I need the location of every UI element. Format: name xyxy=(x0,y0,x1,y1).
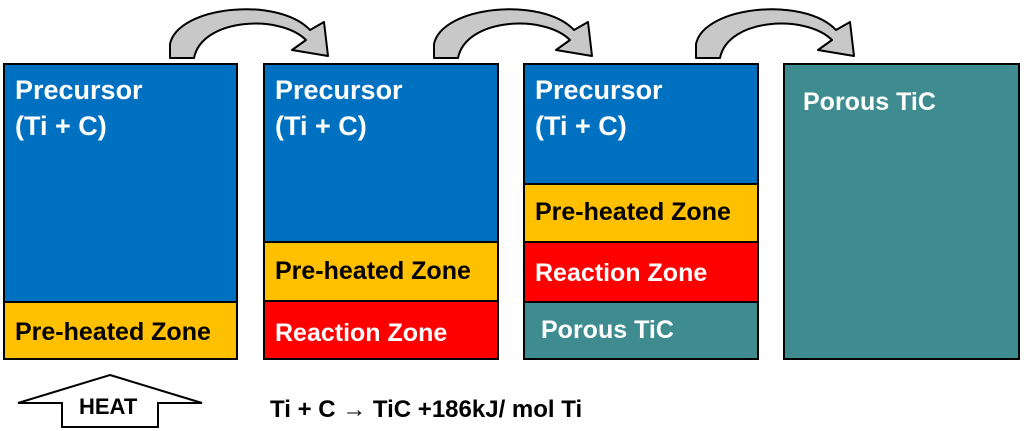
preheated-zone-label: Pre-heated Zone xyxy=(535,198,731,226)
porous-tic-label: Porous TiC xyxy=(541,316,674,344)
precursor-title: Precursor xyxy=(535,75,663,105)
reaction-equation: Ti + C → TiC +186kJ/ mol Ti xyxy=(270,396,583,423)
precursor-zone: Precursor (Ti + C) xyxy=(5,65,236,301)
preheated-zone: Pre-heated Zone xyxy=(525,183,757,241)
preheated-zone-label: Pre-heated Zone xyxy=(15,318,211,346)
reaction-zone: Reaction Zone xyxy=(525,241,757,301)
stage-arrow-2-3 xyxy=(433,8,593,59)
stage-4-panel: Porous TiC xyxy=(783,63,1020,360)
precursor-title: Precursor xyxy=(275,75,403,105)
reaction-zone: Reaction Zone xyxy=(265,300,497,358)
precursor-formula: (Ti + C) xyxy=(15,111,107,141)
stage-2-panel: Precursor (Ti + C) Pre-heated Zone React… xyxy=(263,63,499,360)
stage-arrow-1-2 xyxy=(169,8,329,59)
precursor-zone: Precursor (Ti + C) xyxy=(525,65,757,183)
reaction-zone-label: Reaction Zone xyxy=(275,319,448,347)
reaction-zone-label: Reaction Zone xyxy=(535,259,708,287)
preheated-zone-label: Pre-heated Zone xyxy=(275,257,471,285)
stage-arrow-3-4 xyxy=(695,8,855,59)
precursor-formula: (Ti + C) xyxy=(275,111,367,141)
stage-1-panel: Precursor (Ti + C) Pre-heated Zone xyxy=(3,63,238,360)
precursor-zone: Precursor (Ti + C) xyxy=(265,65,497,241)
porous-tic-label: Porous TiC xyxy=(803,88,936,116)
preheated-zone: Pre-heated Zone xyxy=(265,241,497,300)
precursor-formula: (Ti + C) xyxy=(535,111,627,141)
preheated-zone: Pre-heated Zone xyxy=(5,301,236,358)
heat-arrow-icon xyxy=(17,373,203,428)
porous-tic-zone: Porous TiC xyxy=(525,301,757,358)
precursor-title: Precursor xyxy=(15,75,143,105)
stage-3-panel: Precursor (Ti + C) Pre-heated Zone React… xyxy=(523,63,759,360)
heat-label: HEAT xyxy=(79,394,138,419)
